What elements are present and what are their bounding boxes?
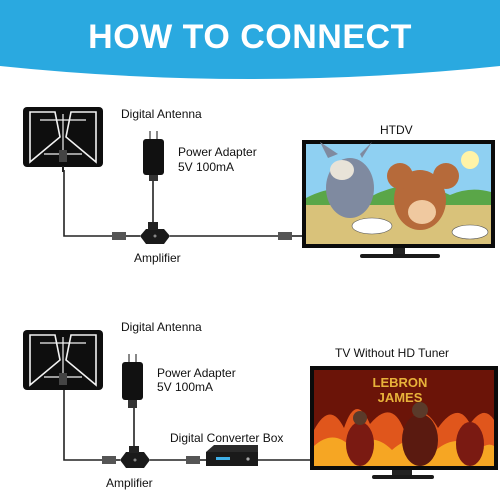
bottom-power-rating-label: 5V 100mA (157, 380, 214, 394)
header-banner: HOW TO CONNECT (0, 0, 500, 80)
top-power-rating-label: 5V 100mA (178, 160, 235, 174)
bottom-antenna-label: Digital Antenna (121, 320, 202, 334)
top-setup (23, 107, 495, 258)
converter-box-icon (206, 445, 258, 466)
power-adapter-icon (122, 354, 143, 408)
amplifier-icon (120, 446, 150, 468)
bottom-cables (63, 390, 312, 461)
top-tv-label: HTDV (380, 123, 413, 137)
htdv-tv-icon (302, 140, 495, 258)
bottom-setup: LEBRON JAMES (23, 330, 498, 479)
page-title: HOW TO CONNECT (88, 18, 412, 56)
coax-connector (278, 232, 292, 240)
top-cables (63, 170, 302, 237)
power-adapter-icon (143, 131, 164, 181)
top-power-adapter-label: Power Adapter (178, 145, 257, 159)
digital-antenna-icon (23, 107, 103, 172)
digital-antenna-icon (23, 330, 103, 390)
tv-without-hd-tuner-icon: LEBRON JAMES (310, 366, 498, 479)
converter-box-label: Digital Converter Box (170, 431, 284, 445)
amplifier-icon (140, 222, 170, 244)
coax-connector (186, 456, 200, 464)
top-antenna-label: Digital Antenna (121, 107, 202, 121)
banner-wave (0, 66, 500, 80)
tv-screen-text-lebron: LEBRON (373, 375, 428, 390)
tv-screen-text-james: JAMES (378, 390, 423, 405)
bottom-tv-label: TV Without HD Tuner (335, 346, 450, 360)
top-amplifier-label: Amplifier (134, 251, 181, 265)
coax-connector (102, 456, 116, 464)
coax-connector (112, 232, 126, 240)
bottom-power-adapter-label: Power Adapter (157, 366, 236, 380)
bottom-amplifier-label: Amplifier (106, 476, 153, 490)
